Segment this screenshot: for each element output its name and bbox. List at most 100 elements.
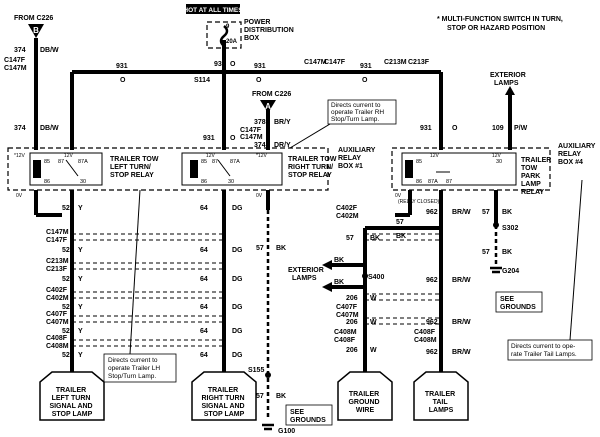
svg-text:C147M: C147M bbox=[46, 229, 69, 236]
svg-text:Y: Y bbox=[78, 328, 83, 335]
svg-text:931: 931 bbox=[420, 125, 432, 132]
load-tail-lamps bbox=[413, 371, 469, 421]
svg-text:931: 931 bbox=[116, 63, 128, 70]
svg-text:S155: S155 bbox=[248, 367, 264, 374]
load-ground-wire bbox=[337, 371, 393, 421]
ground-g204-icon bbox=[490, 266, 502, 274]
fuse-num: 9 bbox=[226, 24, 230, 30]
svg-text:C213F: C213F bbox=[408, 59, 430, 66]
svg-text:DG: DG bbox=[232, 328, 243, 335]
svg-text:87A: 87A bbox=[230, 159, 240, 165]
connector-rows bbox=[72, 233, 441, 347]
svg-text:52: 52 bbox=[62, 304, 70, 311]
exterior-lamps-top: EXTERIOR LAMPS bbox=[490, 72, 528, 87]
relay-right-label: TRAILER TOW RIGHT TURN/ STOP RELAY bbox=[288, 156, 338, 179]
relay-right bbox=[181, 152, 283, 186]
svg-text:64: 64 bbox=[200, 328, 208, 335]
svg-text:64: 64 bbox=[200, 205, 208, 212]
svg-text:(RELAY CLOSED): (RELAY CLOSED) bbox=[398, 199, 440, 205]
svg-text:W: W bbox=[370, 347, 377, 354]
svg-text:374: 374 bbox=[254, 142, 266, 149]
svg-text:C408M: C408M bbox=[334, 329, 357, 336]
svg-text:931: 931 bbox=[360, 63, 372, 70]
relay-park bbox=[401, 152, 517, 186]
svg-text:30: 30 bbox=[228, 179, 234, 185]
svg-text:G204: G204 bbox=[502, 268, 519, 275]
svg-text:57: 57 bbox=[396, 219, 404, 226]
note: * MULTI-FUNCTION SWITCH IN TURN, STOP OR… bbox=[437, 16, 565, 32]
svg-text:O: O bbox=[362, 77, 368, 84]
svg-text:O: O bbox=[230, 135, 236, 142]
note-l1: * MULTI-FUNCTION SWITCH IN TURN, bbox=[437, 16, 563, 23]
svg-text:BK: BK bbox=[334, 257, 344, 264]
pin-labels: 85 86 87 87A 30 85 86 87 87A 30 85 86 87… bbox=[44, 159, 502, 185]
svg-text:BK: BK bbox=[334, 279, 344, 286]
svg-text:C408F: C408F bbox=[334, 337, 356, 344]
relay-left bbox=[29, 152, 103, 186]
voltage-labels: *12V 12V 0V 12V *12V 0V 12V 12V 0V (RELA… bbox=[14, 153, 502, 205]
svg-text:C147M: C147M bbox=[240, 134, 263, 141]
svg-text:O: O bbox=[452, 125, 458, 132]
svg-text:64: 64 bbox=[200, 304, 208, 311]
load-right-text: TRAILER RIGHT TURN SIGNAL AND STOP LAMP bbox=[201, 387, 246, 418]
load-right-lamp bbox=[191, 371, 257, 421]
svg-text:C147M: C147M bbox=[304, 59, 327, 66]
svg-text:86: 86 bbox=[416, 179, 422, 185]
svg-text:206: 206 bbox=[346, 347, 358, 354]
svg-text:Y: Y bbox=[78, 304, 83, 311]
svg-text:DG: DG bbox=[232, 304, 243, 311]
svg-text:0V: 0V bbox=[395, 193, 402, 199]
svg-text:DB/W: DB/W bbox=[40, 47, 59, 54]
svg-text:O: O bbox=[120, 77, 126, 84]
svg-text:12V: 12V bbox=[492, 153, 502, 159]
svg-text:W: W bbox=[370, 319, 377, 326]
see-grounds-1 bbox=[495, 291, 543, 313]
load-left-lamp bbox=[39, 371, 105, 421]
pdb-2: DISTRIBUTION bbox=[244, 27, 294, 34]
svg-text:52: 52 bbox=[62, 328, 70, 335]
callout-tail bbox=[507, 339, 593, 361]
svg-text:931: 931 bbox=[203, 135, 215, 142]
svg-text:57: 57 bbox=[482, 209, 490, 216]
callout-lh-leader bbox=[129, 189, 141, 355]
svg-text:374: 374 bbox=[14, 125, 26, 132]
svg-text:C147F: C147F bbox=[240, 127, 262, 134]
relay-left-label: TRAILER TOW LEFT TURN/ STOP RELAY bbox=[110, 156, 160, 179]
hot-label-bg bbox=[186, 4, 240, 14]
svg-text:87: 87 bbox=[58, 159, 64, 165]
splice-s400 bbox=[362, 273, 368, 279]
relay-park-label: TRAILER TOW PARK LAMP RELAY bbox=[521, 157, 553, 196]
power-box-label: POWER DISTRIBUTION BOX bbox=[244, 19, 296, 42]
fuse-icon bbox=[219, 25, 229, 47]
svg-text:DG: DG bbox=[232, 276, 243, 283]
callout-tail-text: Directs current to ope- rate Trailer Tai… bbox=[511, 343, 577, 358]
svg-text:P/W: P/W bbox=[514, 125, 528, 132]
callout-lh bbox=[103, 353, 177, 383]
svg-text:*12V: *12V bbox=[256, 153, 268, 159]
arrow-ext-2 bbox=[322, 282, 332, 292]
svg-text:52: 52 bbox=[62, 276, 70, 283]
svg-text:C147F: C147F bbox=[4, 57, 26, 64]
svg-text:Y: Y bbox=[78, 205, 83, 212]
exterior-lamps-arrow-icon bbox=[505, 86, 515, 95]
svg-text:57: 57 bbox=[256, 245, 264, 252]
svg-text:64: 64 bbox=[200, 276, 208, 283]
svg-text:C402F: C402F bbox=[46, 287, 68, 294]
splice-s114 bbox=[221, 69, 227, 75]
callout-rh-leader bbox=[289, 123, 331, 149]
svg-text:BR/Y: BR/Y bbox=[274, 119, 291, 126]
see-grounds-2-text: SEE GROUNDS bbox=[290, 409, 326, 424]
see-grounds-1-text: SEE GROUNDS bbox=[500, 296, 536, 311]
svg-text:BR/W: BR/W bbox=[452, 319, 471, 326]
svg-text:57: 57 bbox=[256, 393, 264, 400]
svg-text:S302: S302 bbox=[502, 225, 518, 232]
svg-text:C407F: C407F bbox=[46, 311, 68, 318]
box4-label: AUXILIARY RELAY BOX #4 bbox=[558, 143, 597, 166]
svg-text:*12V: *12V bbox=[14, 153, 26, 159]
splice-s302 bbox=[493, 222, 499, 228]
svg-text:C402F: C402F bbox=[336, 205, 358, 212]
callout-lh-text: Directs current to operate Trailer LH St… bbox=[108, 357, 162, 380]
svg-text:BK: BK bbox=[502, 209, 512, 216]
svg-text:86: 86 bbox=[201, 179, 207, 185]
svg-text:C408F: C408F bbox=[414, 329, 436, 336]
